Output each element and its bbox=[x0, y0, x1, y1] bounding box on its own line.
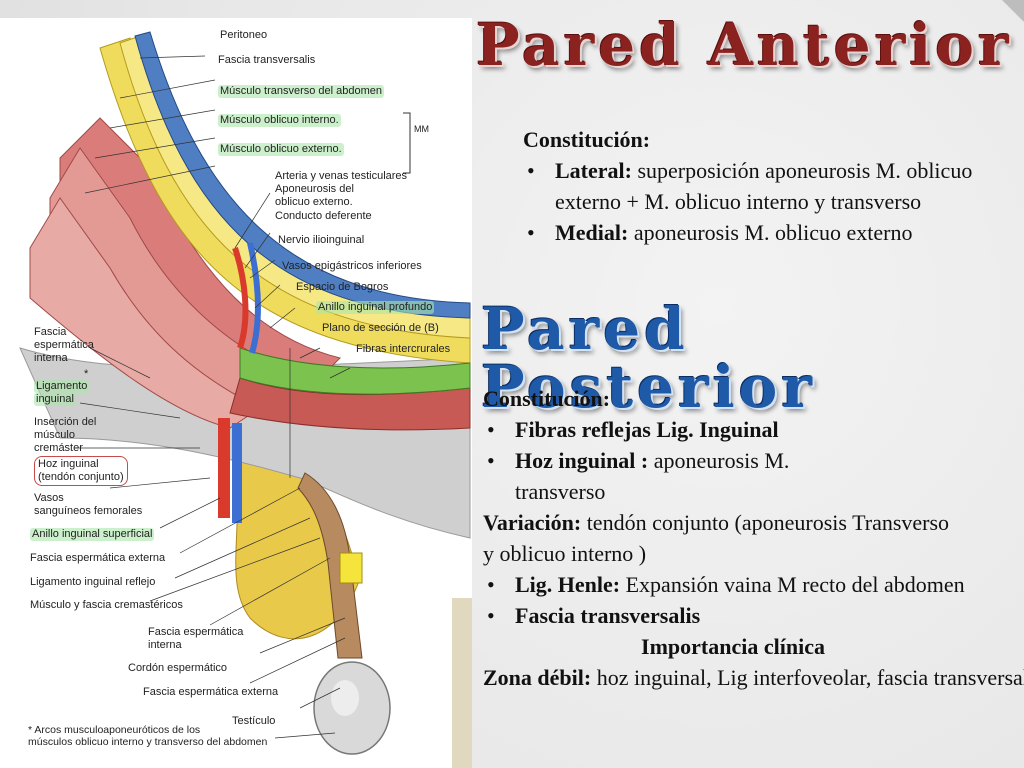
footnote-line-1: * Arcos musculoaponeuróticos de los bbox=[28, 724, 201, 736]
anterior-item-medial: Medial: aponeurosis M. oblicuo externo bbox=[523, 217, 1003, 248]
corner-decoration bbox=[1002, 0, 1024, 22]
label-fascia-esp-interna-3: interna bbox=[34, 352, 68, 364]
posterior-list-2: Lig. Henle: Expansión vaina M recto del … bbox=[483, 569, 1018, 631]
label-ligamento-inguinal-1: Ligamento bbox=[34, 380, 90, 393]
posterior-item-hoz: Hoz inguinal : aponeurosis M. transverso bbox=[483, 445, 875, 507]
posterior-item-fibras: Fibras reflejas Lig. Inguinal bbox=[483, 414, 1018, 445]
label-fascia-transversalis: Fascia transversalis bbox=[218, 54, 316, 66]
label-testiculo: Testículo bbox=[232, 715, 276, 727]
title-pared-posterior: Pared Posterior bbox=[481, 295, 816, 421]
label-fascia-esp-interna-1: Fascia bbox=[34, 326, 67, 338]
label-insercion-3: cremáster bbox=[34, 442, 83, 454]
label-musculo-cremasterico: Músculo y fascia cremastéricos bbox=[30, 599, 183, 611]
weak-zone: Zona débil: hoz inguinal, Lig interfoveo… bbox=[483, 665, 1024, 690]
label-fascia-esp-externa: Fascia espermática externa bbox=[30, 552, 166, 564]
posterior-item-fascia: Fascia transversalis bbox=[483, 600, 1018, 631]
label-anillo-superficial: Anillo inguinal superficial bbox=[30, 528, 155, 541]
label-aponeurosis-ext-1: Aponeurosis del bbox=[275, 183, 354, 195]
anterior-content: Constitución: Lateral: superposición apo… bbox=[523, 124, 1003, 248]
label-hoz-inguinal: Hoz inguinal (tendón conjunto) bbox=[34, 456, 128, 486]
label-aponeurosis-ext-2: oblicuo externo. bbox=[275, 196, 353, 208]
label-star: * bbox=[84, 368, 89, 380]
label-musculo-transverso: Músculo transverso del abdomen bbox=[218, 85, 385, 98]
label-nervio-ilioinguinal: Nervio ilioinguinal bbox=[278, 234, 365, 246]
label-anillo-profundo: Anillo inguinal profundo bbox=[316, 301, 435, 314]
label-fascia-esp-externa2: Fascia espermática externa bbox=[143, 686, 279, 698]
label-cordon: Cordón espermático bbox=[128, 662, 228, 674]
label-arteria-venas: Arteria y venas testiculares bbox=[275, 170, 408, 182]
label-musculo-oblicuo-interno: Músculo oblicuo interno. bbox=[218, 114, 341, 127]
label-ligamento-inguinal-2: inguinal bbox=[34, 393, 76, 406]
label-lig-reflejo: Ligamento inguinal reflejo bbox=[30, 576, 156, 588]
posterior-list: Fibras reflejas Lig. Inguinal Hoz inguin… bbox=[483, 414, 1018, 507]
posterior-item-henle: Lig. Henle: Expansión vaina M recto del … bbox=[483, 569, 995, 600]
label-fascia-esp-int2-1: Fascia espermática bbox=[148, 626, 244, 638]
label-insercion-2: músculo bbox=[34, 429, 75, 441]
inguinal-anatomy-illustration: Peritoneo Fascia transversalis Músculo t… bbox=[0, 18, 472, 768]
label-conducto-deferente: Conducto deferente bbox=[275, 210, 372, 222]
label-hoz-inguinal-2: (tendón conjunto) bbox=[38, 471, 124, 483]
figure-footnote: * Arcos musculoaponeuróticos de los músc… bbox=[28, 724, 318, 748]
anatomy-drawing bbox=[19, 31, 472, 768]
label-fibras-intercrurales: Fibras intercrurales bbox=[356, 343, 451, 355]
label-hoz-inguinal-1: Hoz inguinal bbox=[38, 458, 99, 470]
label-vasos-femorales-2: sanguíneos femorales bbox=[34, 505, 143, 517]
title-pared-anterior: Pared Anterior bbox=[476, 11, 1013, 79]
clinical-heading: Importancia clínica bbox=[641, 634, 825, 659]
anterior-list: Lateral: superposición aponeurosis M. ob… bbox=[523, 155, 1003, 248]
label-espacio-bogros: Espacio de Bogros bbox=[296, 281, 389, 293]
anterior-item-lateral: Lateral: superposición aponeurosis M. ob… bbox=[523, 155, 1003, 217]
footnote-line-2: músculos oblicuo interno y transverso de… bbox=[28, 736, 268, 748]
label-vasos-femorales-1: Vasos bbox=[34, 492, 64, 504]
posterior-heading: Constitución: bbox=[483, 386, 611, 411]
posterior-content: Constitución: Fibras reflejas Lig. Ingui… bbox=[483, 383, 1024, 693]
label-vasos-epigastricos: Vasos epigástricos inferiores bbox=[282, 260, 422, 272]
label-side-mark: MM bbox=[414, 124, 429, 134]
anterior-heading: Constitución: bbox=[523, 127, 651, 152]
label-fascia-esp-interna-2: espermática bbox=[34, 339, 94, 351]
label-insercion-1: Inserción del bbox=[34, 416, 97, 428]
label-peritoneo: Peritoneo bbox=[220, 29, 268, 41]
posterior-variation: Variación: tendón conjunto (aponeurosis … bbox=[483, 510, 950, 566]
label-musculo-oblicuo-externo: Músculo oblicuo externo. bbox=[218, 143, 344, 156]
label-fascia-esp-int2-2: interna bbox=[148, 639, 182, 651]
label-plano-seccion: Plano de sección de (B) bbox=[322, 322, 439, 334]
